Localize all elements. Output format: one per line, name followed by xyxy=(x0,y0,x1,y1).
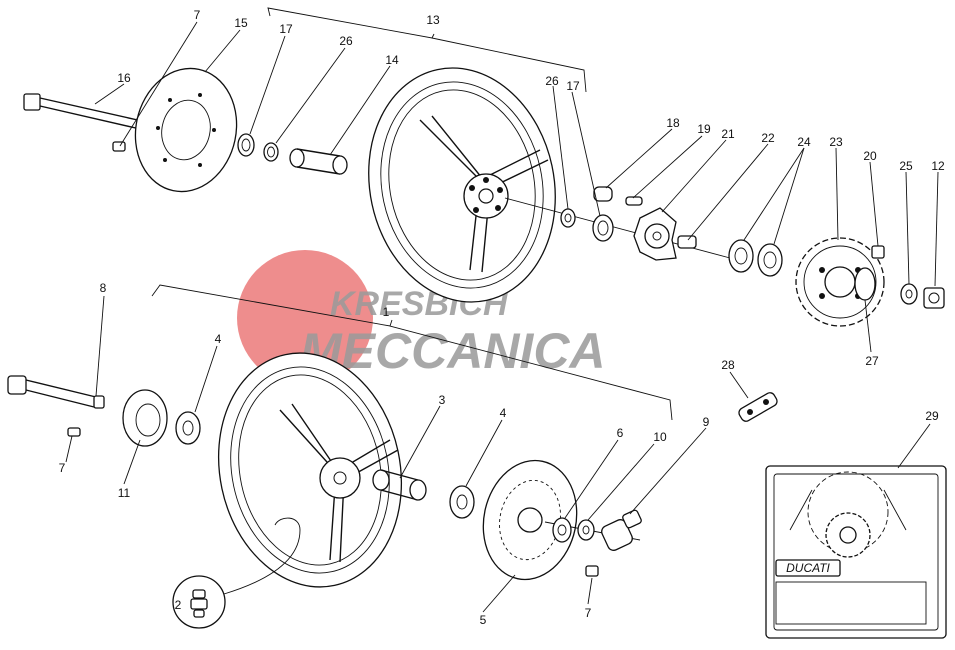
callout-4-right: 4 xyxy=(500,406,507,420)
callout-2: 2 xyxy=(175,598,182,612)
watermark: KRESBICH MECCANICA xyxy=(237,250,606,386)
nut-part-12 xyxy=(923,287,945,309)
callout-10: 10 xyxy=(653,430,667,444)
rear-wheel-assembly xyxy=(23,7,945,327)
spacer-part-11 xyxy=(122,389,168,447)
bearing-part-24-a xyxy=(728,239,754,273)
bracket-13 xyxy=(267,7,587,93)
watermark-logo-circle xyxy=(237,250,373,386)
callout-23: 23 xyxy=(829,135,843,149)
seal-part-10 xyxy=(577,519,595,541)
hub-tube-part-3 xyxy=(372,469,427,501)
rear-brake-disc-part-15 xyxy=(134,67,238,193)
rear-rim-part-13 xyxy=(368,67,556,303)
sprocket-carrier-part-21 xyxy=(633,207,677,261)
callout-1: 1 xyxy=(383,305,390,319)
front-wheel-assembly xyxy=(7,284,673,629)
callout-8: 8 xyxy=(100,281,107,295)
callout-14: 14 xyxy=(385,53,399,67)
washer-part-25 xyxy=(900,283,918,305)
bolt-part-7-left xyxy=(67,427,81,437)
bearing-part-4-left xyxy=(175,411,201,445)
shaft-part-22 xyxy=(677,235,697,249)
panel-brand-text: DUCATI xyxy=(786,561,830,575)
chain-link-part-28 xyxy=(738,392,778,422)
nut-part-20 xyxy=(871,245,885,259)
bearing-part-24-b xyxy=(757,243,783,277)
spacer-tube-part-14 xyxy=(289,148,348,175)
callout-21: 21 xyxy=(721,127,735,141)
callout-22: 22 xyxy=(761,131,775,145)
callout-17-right: 17 xyxy=(566,79,580,93)
callout-5: 5 xyxy=(480,613,487,627)
callout-7-bottom: 7 xyxy=(585,606,592,620)
bracket-1 xyxy=(151,284,673,421)
spacer-part-26-right xyxy=(560,208,576,228)
disc-bolt-part-7-top xyxy=(112,141,126,152)
callout-29: 29 xyxy=(925,409,939,423)
callout-16: 16 xyxy=(117,71,131,85)
bearing-part-6 xyxy=(552,517,572,543)
callout-17-left: 17 xyxy=(279,22,293,36)
callout-labels: 7 15 16 17 26 14 13 26 17 18 19 21 22 24… xyxy=(59,8,945,627)
front-axle-part-8 xyxy=(7,375,105,409)
callout-26-right: 26 xyxy=(545,74,559,88)
bushing-part-18 xyxy=(593,186,613,202)
callout-9: 9 xyxy=(703,415,710,429)
callout-7-top: 7 xyxy=(194,8,201,22)
callout-28: 28 xyxy=(721,358,735,372)
bearing-part-17-left xyxy=(237,133,255,157)
leader-lines xyxy=(65,21,939,613)
pin-part-19 xyxy=(625,196,643,206)
bolt-part-7-bottom xyxy=(585,565,599,577)
front-rim-part-1 xyxy=(217,352,403,588)
sprocket-part-23 xyxy=(795,237,885,327)
callout-7-left: 7 xyxy=(59,461,66,475)
callout-25: 25 xyxy=(899,159,913,173)
bearing-part-17-right xyxy=(592,214,614,242)
callout-6: 6 xyxy=(617,426,624,440)
ring-part-27 xyxy=(854,267,876,301)
rear-axle-part-16 xyxy=(23,93,143,130)
callout-12: 12 xyxy=(931,159,945,173)
valve-detail-part-2 xyxy=(172,517,301,629)
spacer-part-26-left xyxy=(263,142,279,162)
callout-11: 11 xyxy=(118,486,131,500)
callout-13: 13 xyxy=(426,13,440,27)
callout-3: 3 xyxy=(439,393,446,407)
front-brake-disc-part-5 xyxy=(482,459,578,581)
callout-27: 27 xyxy=(865,354,879,368)
speedo-drive-part-9 xyxy=(601,509,642,551)
bearing-part-4-right xyxy=(449,485,475,519)
callout-15: 15 xyxy=(234,16,248,30)
callout-24: 24 xyxy=(797,135,811,149)
callout-4-left: 4 xyxy=(215,332,222,346)
info-panel-part-29: DUCATI xyxy=(765,465,947,639)
callout-26-left: 26 xyxy=(339,34,353,48)
callout-18: 18 xyxy=(666,116,680,130)
callout-19: 19 xyxy=(697,122,711,136)
callout-20: 20 xyxy=(863,149,877,163)
